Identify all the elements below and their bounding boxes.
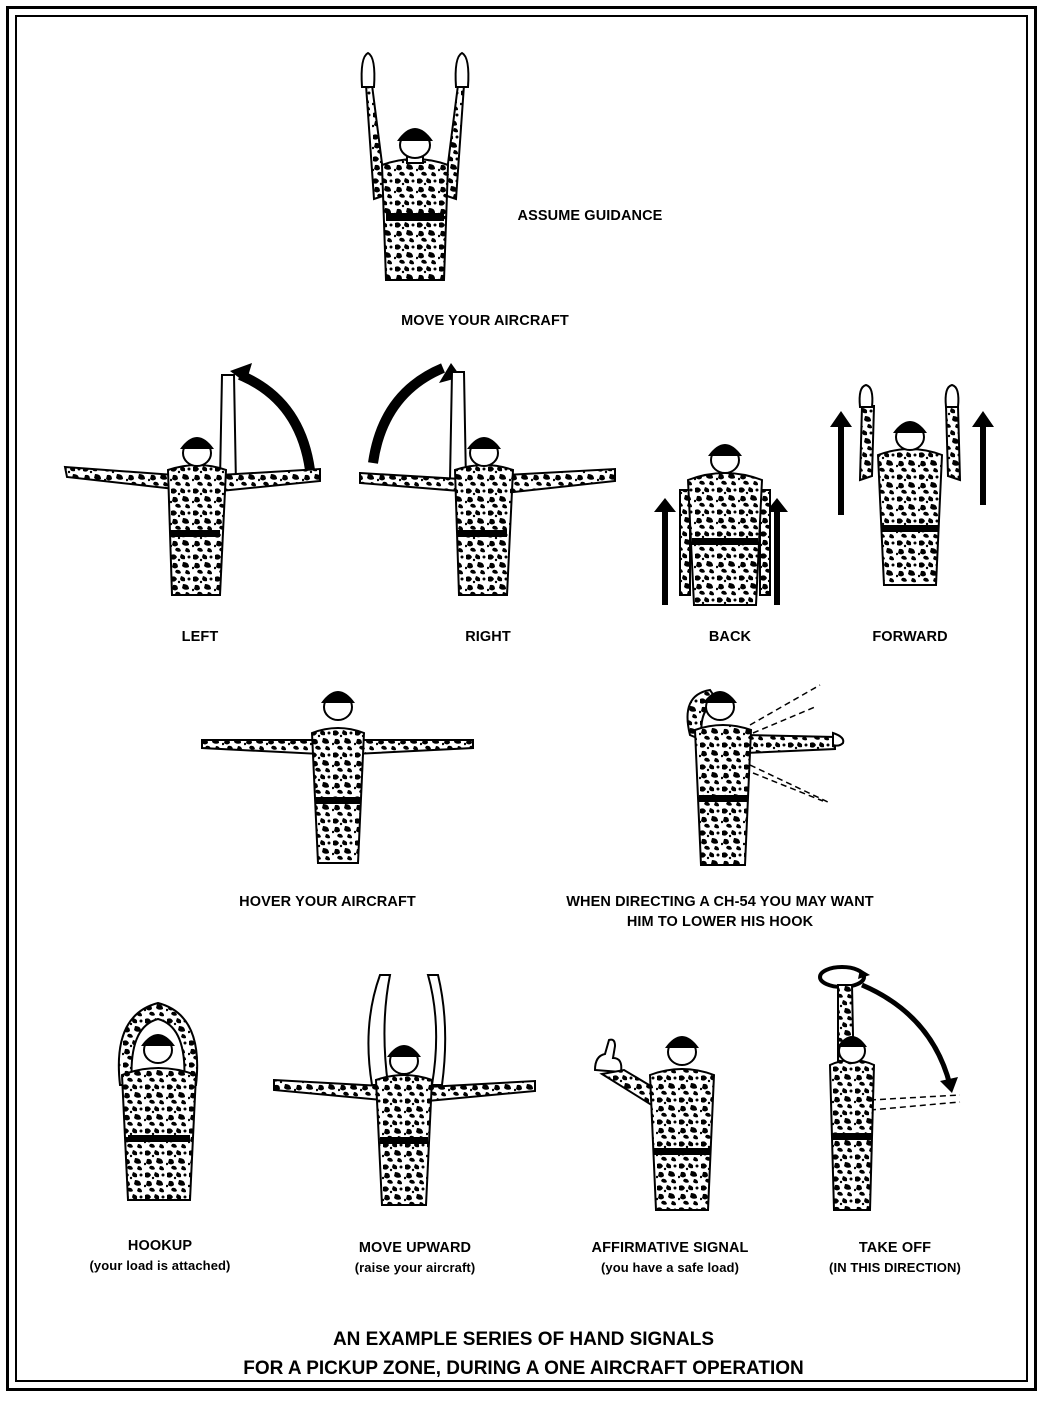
move-upward-title: MOVE UPWARD bbox=[359, 1240, 471, 1256]
lower-hook-label-line1: WHEN DIRECTING A CH-54 YOU MAY WANT bbox=[566, 894, 874, 910]
caption-line1: AN EXAMPLE SERIES OF HAND SIGNALS bbox=[333, 1329, 714, 1350]
assume-guidance-label: ASSUME GUIDANCE bbox=[490, 207, 690, 227]
lower-hook-signal-figure bbox=[655, 675, 855, 865]
forward-label: FORWARD bbox=[850, 628, 970, 648]
affirmative-label: AFFIRMATIVE SIGNAL (you have a safe load… bbox=[560, 1239, 780, 1276]
hover-signal-figure bbox=[200, 685, 475, 865]
take-off-label: TAKE OFF (IN THIS DIRECTION) bbox=[800, 1239, 990, 1276]
caption-line2: FOR A PICKUP ZONE, DURING A ONE AIRCRAFT… bbox=[243, 1358, 804, 1379]
lower-hook-label-line2: HIM TO LOWER HIS HOOK bbox=[627, 914, 813, 930]
affirmative-signal-figure bbox=[590, 1030, 740, 1210]
move-upward-label: MOVE UPWARD (raise your aircraft) bbox=[310, 1239, 520, 1276]
right-label: RIGHT bbox=[438, 628, 538, 648]
move-your-aircraft-label: MOVE YOUR AIRCRAFT bbox=[370, 312, 600, 332]
assume-guidance-figure bbox=[350, 45, 480, 280]
right-signal-figure bbox=[355, 355, 620, 595]
take-off-signal-figure bbox=[810, 955, 970, 1210]
affirmative-title: AFFIRMATIVE SIGNAL bbox=[592, 1240, 749, 1256]
move-upward-sublabel: (raise your aircraft) bbox=[310, 1259, 520, 1277]
left-label: LEFT bbox=[150, 628, 250, 648]
hookup-label: HOOKUP (your load is attached) bbox=[55, 1237, 265, 1274]
lower-hook-label: WHEN DIRECTING A CH-54 YOU MAY WANT HIM … bbox=[520, 893, 920, 932]
back-label: BACK bbox=[680, 628, 780, 648]
back-signal-figure bbox=[650, 420, 800, 610]
affirmative-sublabel: (you have a safe load) bbox=[560, 1259, 780, 1277]
figure-caption: AN EXAMPLE SERIES OF HAND SIGNALS FOR A … bbox=[0, 1326, 1047, 1383]
hover-label: HOVER YOUR AIRCRAFT bbox=[200, 893, 455, 913]
hookup-signal-figure bbox=[100, 995, 220, 1205]
hookup-sublabel: (your load is attached) bbox=[55, 1257, 265, 1275]
hookup-title: HOOKUP bbox=[128, 1238, 192, 1254]
take-off-title: TAKE OFF bbox=[859, 1240, 931, 1256]
take-off-sublabel: (IN THIS DIRECTION) bbox=[800, 1259, 990, 1277]
forward-signal-figure bbox=[830, 385, 1000, 595]
left-signal-figure bbox=[60, 355, 335, 595]
move-upward-signal-figure bbox=[272, 965, 537, 1205]
